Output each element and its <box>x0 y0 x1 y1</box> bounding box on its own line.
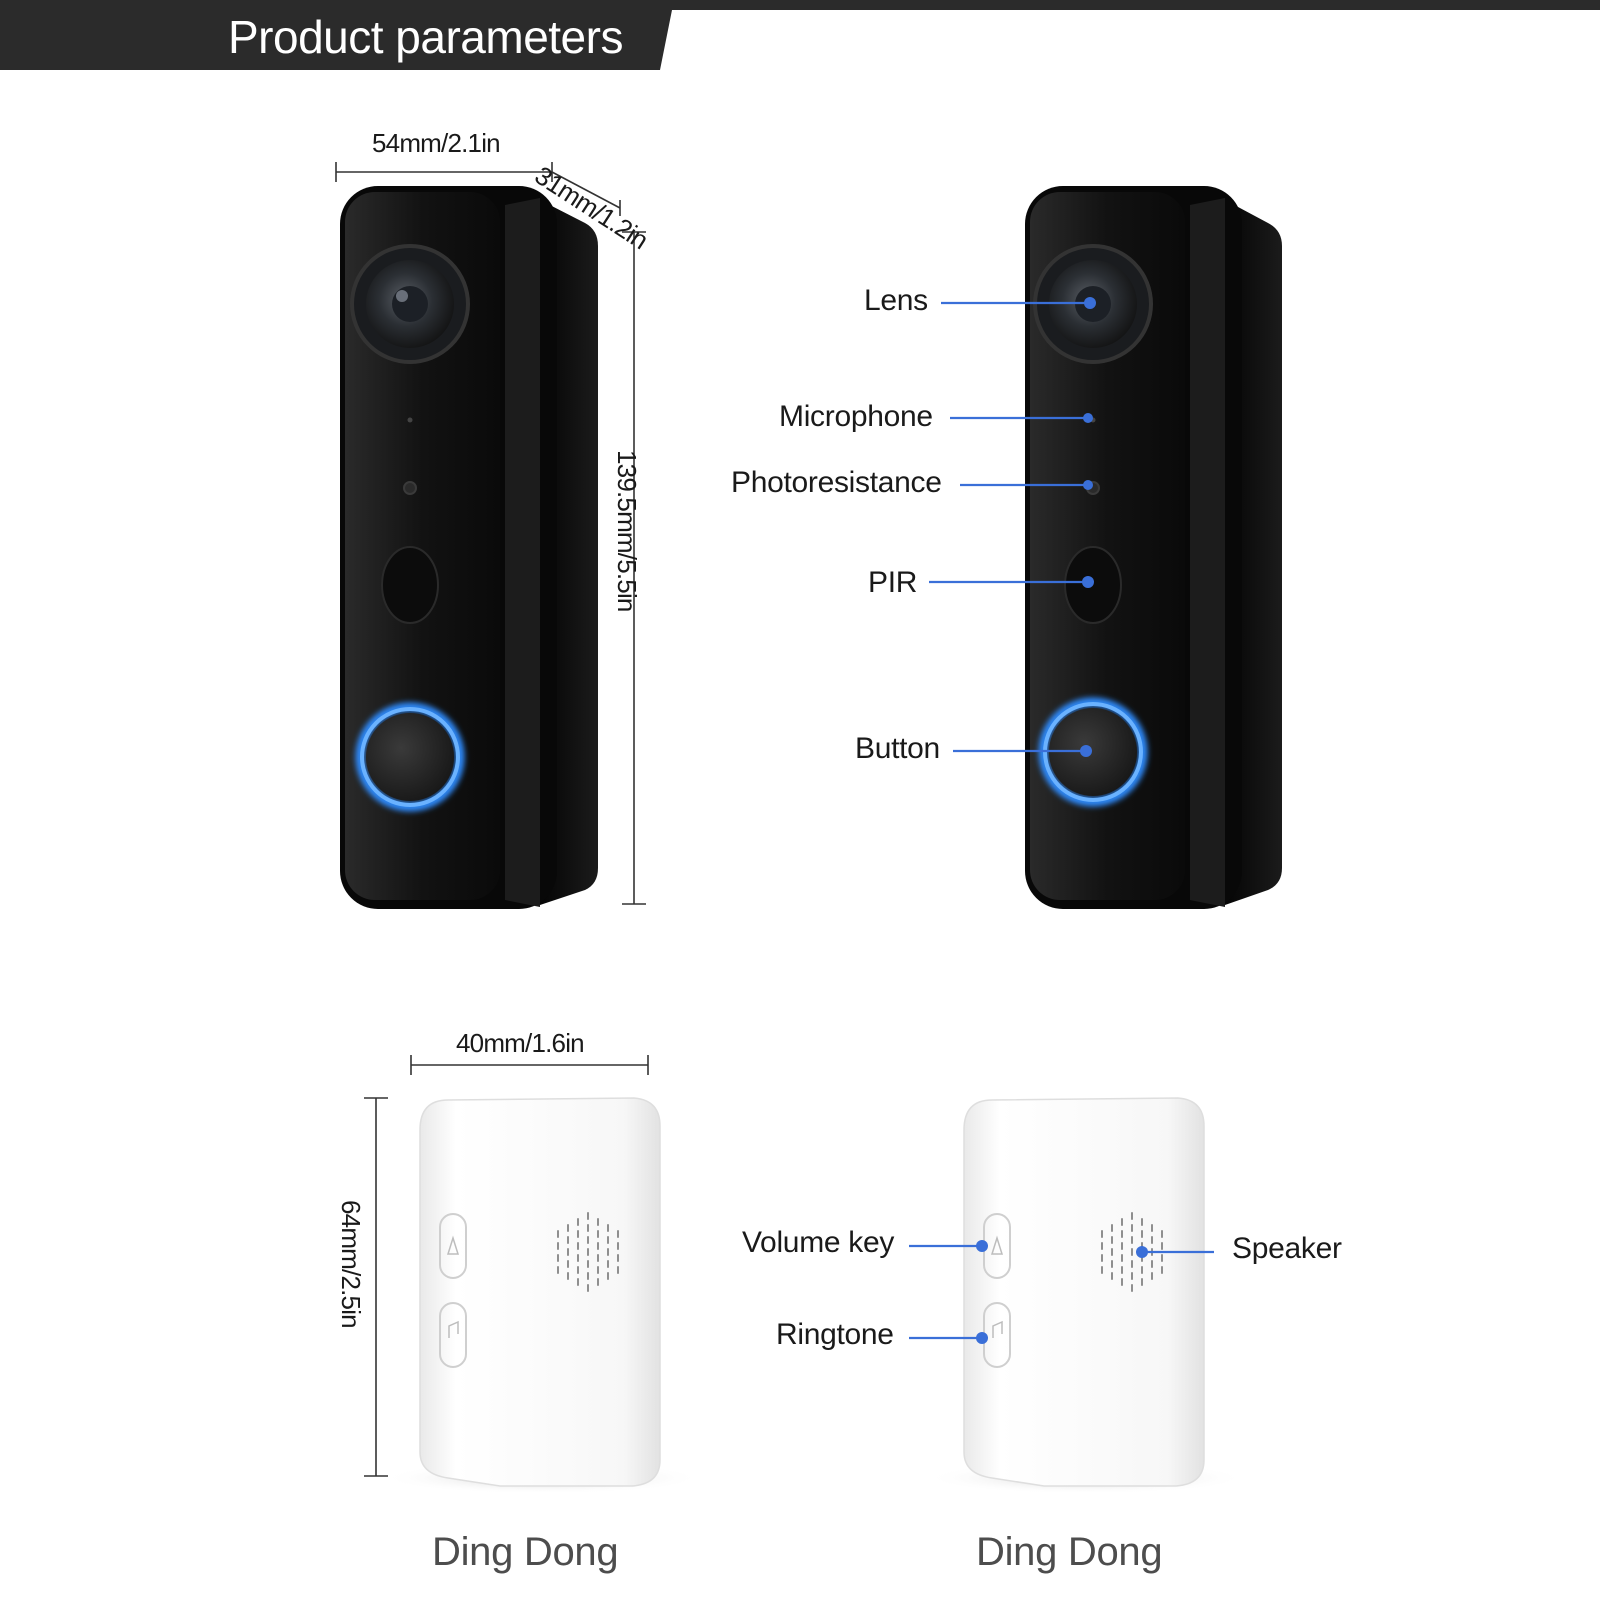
chime-callout-dots <box>976 1240 1148 1344</box>
speaker-hole <box>597 1218 599 1226</box>
speaker-hole <box>557 1242 559 1250</box>
speaker-hole <box>1151 1224 1153 1232</box>
speaker-hole <box>557 1266 559 1274</box>
speaker-hole <box>597 1278 599 1286</box>
speaker-hole <box>1121 1266 1123 1274</box>
speaker-hole <box>597 1266 599 1274</box>
speaker-hole <box>1141 1266 1143 1274</box>
doorbell-callout-lines <box>929 301 1090 753</box>
chime-caption-left: Ding Dong <box>432 1530 619 1574</box>
header-banner: Product parameters <box>0 0 1600 72</box>
speaker-hole <box>607 1248 609 1256</box>
speaker-hole <box>587 1236 589 1244</box>
speaker-hole <box>1161 1242 1163 1250</box>
speaker-hole <box>577 1266 579 1274</box>
speaker-hole <box>1111 1224 1113 1232</box>
speaker-hole <box>1161 1230 1163 1238</box>
chime-front-view <box>382 1097 702 1494</box>
speaker-hole <box>1151 1236 1153 1244</box>
speaker-hole <box>1101 1266 1103 1274</box>
chime-labeled-view <box>926 1097 1246 1494</box>
doorbell-dimension-lines <box>335 162 646 905</box>
speaker-hole <box>587 1248 589 1256</box>
speaker-hole <box>617 1230 619 1238</box>
speaker-hole <box>1121 1254 1123 1262</box>
chime-width-label: 40mm/1.6in <box>456 1028 585 1058</box>
label-speaker: Speaker <box>1232 1232 1342 1265</box>
speaker-hole <box>567 1272 569 1280</box>
speaker-hole <box>1131 1212 1133 1220</box>
speaker-hole <box>1141 1278 1143 1286</box>
speaker-hole <box>587 1272 589 1280</box>
speaker-hole <box>1141 1230 1143 1238</box>
page-title: Product parameters <box>228 11 623 63</box>
speaker-hole <box>607 1272 609 1280</box>
speaker-hole <box>607 1260 609 1268</box>
speaker-hole <box>1121 1218 1123 1226</box>
label-volume-key: Volume key <box>742 1226 895 1259</box>
speaker-hole <box>1101 1230 1103 1238</box>
speaker-hole <box>597 1242 599 1250</box>
speaker-hole <box>1101 1242 1103 1250</box>
speaker-hole <box>587 1212 589 1220</box>
speaker-hole <box>587 1224 589 1232</box>
speaker-hole <box>1101 1254 1103 1262</box>
speaker-hole <box>587 1260 589 1268</box>
speaker-hole <box>1161 1254 1163 1262</box>
doorbell-labeled-view <box>1025 186 1282 909</box>
doorbell-callout-dots <box>1080 297 1096 757</box>
speaker-hole <box>1131 1248 1133 1256</box>
speaker-hole <box>587 1284 589 1292</box>
speaker-hole <box>1121 1230 1123 1238</box>
speaker-hole <box>577 1230 579 1238</box>
speaker-hole <box>1131 1260 1133 1268</box>
speaker-hole <box>1111 1260 1113 1268</box>
speaker-hole <box>1151 1272 1153 1280</box>
speaker-hole <box>567 1224 569 1232</box>
chime-callout-lines <box>909 1244 1214 1340</box>
doorbell-height-label: 139.5mm/5.5in <box>612 450 642 612</box>
speaker-hole <box>1111 1248 1113 1256</box>
banner-shape <box>0 0 1600 70</box>
speaker-hole <box>1121 1242 1123 1250</box>
speaker-hole <box>617 1242 619 1250</box>
speaker-hole <box>577 1242 579 1250</box>
doorbell-front-view <box>340 186 598 909</box>
speaker-hole <box>1121 1278 1123 1286</box>
speaker-hole <box>1131 1272 1133 1280</box>
speaker-hole <box>557 1230 559 1238</box>
speaker-hole <box>577 1254 579 1262</box>
speaker-hole <box>607 1236 609 1244</box>
speaker-hole <box>1111 1236 1113 1244</box>
speaker-hole <box>597 1230 599 1238</box>
speaker-hole <box>567 1236 569 1244</box>
speaker-hole <box>1131 1236 1133 1244</box>
label-ringtone: Ringtone <box>776 1318 894 1351</box>
speaker-hole <box>1151 1260 1153 1268</box>
speaker-hole <box>577 1278 579 1286</box>
label-photoresistance: Photoresistance <box>731 466 942 499</box>
speaker-hole <box>617 1266 619 1274</box>
chime-caption-right: Ding Dong <box>976 1530 1163 1574</box>
doorbell-width-label: 54mm/2.1in <box>372 128 501 158</box>
speaker-hole <box>1111 1272 1113 1280</box>
label-button: Button <box>855 732 940 765</box>
chime-dimension-lines <box>364 1055 649 1477</box>
speaker-hole <box>1131 1224 1133 1232</box>
speaker-hole <box>597 1254 599 1262</box>
speaker-hole <box>607 1224 609 1232</box>
speaker-hole <box>567 1260 569 1268</box>
speaker-hole <box>1141 1218 1143 1226</box>
label-lens: Lens <box>864 284 928 317</box>
speaker-hole <box>1131 1284 1133 1292</box>
chime-height-label: 64mm/2.5in <box>336 1200 366 1328</box>
speaker-hole <box>577 1218 579 1226</box>
label-microphone: Microphone <box>779 400 933 433</box>
label-pir: PIR <box>868 566 918 599</box>
speaker-hole <box>557 1254 559 1262</box>
speaker-hole <box>567 1248 569 1256</box>
speaker-hole <box>1161 1266 1163 1274</box>
speaker-hole <box>617 1254 619 1262</box>
